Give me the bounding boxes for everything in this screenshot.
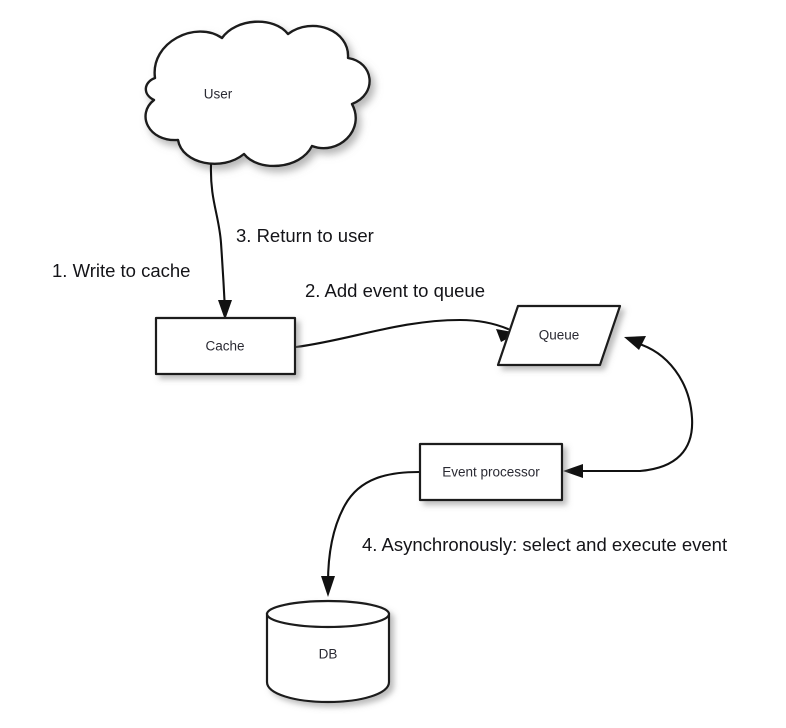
edge-proc-to-db bbox=[321, 470, 421, 597]
node-db[interactable]: DB bbox=[265, 599, 391, 704]
edge-cache-to-queue bbox=[294, 318, 518, 349]
node-label-db: DB bbox=[319, 647, 338, 662]
edge-path-cache-to-queue bbox=[294, 318, 510, 349]
edge-label-step4: 4. Asynchronously: select and execute ev… bbox=[362, 534, 727, 555]
arrowhead-queue-to-proc bbox=[563, 464, 583, 478]
edge-path-proc-to-db bbox=[326, 470, 421, 585]
edge-queue-to-proc bbox=[563, 464, 642, 478]
arrowhead-proc-to-queue bbox=[624, 336, 646, 350]
node-user[interactable]: User bbox=[144, 20, 371, 168]
edge-user-to-cache bbox=[209, 163, 232, 320]
edge-label-step2: 2. Add event to queue bbox=[305, 280, 485, 301]
node-event-processor[interactable]: Event processor bbox=[418, 442, 564, 502]
edge-path-proc-to-queue bbox=[634, 341, 694, 473]
edge-proc-to-queue bbox=[624, 336, 694, 473]
node-label-event-processor: Event processor bbox=[442, 465, 540, 480]
arrowhead-proc-to-db bbox=[321, 576, 335, 597]
edge-path-user-to-cache bbox=[209, 163, 227, 312]
node-cache[interactable]: Cache bbox=[154, 316, 297, 376]
node-queue[interactable]: Queue bbox=[496, 304, 622, 367]
edge-label-step3: 3. Return to user bbox=[236, 225, 374, 246]
edge-label-step1: 1. Write to cache bbox=[52, 260, 190, 281]
node-label-queue: Queue bbox=[539, 328, 580, 343]
node-label-cache: Cache bbox=[205, 339, 244, 354]
node-label-user: User bbox=[204, 87, 233, 102]
arrowhead-user-to-cache bbox=[218, 300, 232, 320]
